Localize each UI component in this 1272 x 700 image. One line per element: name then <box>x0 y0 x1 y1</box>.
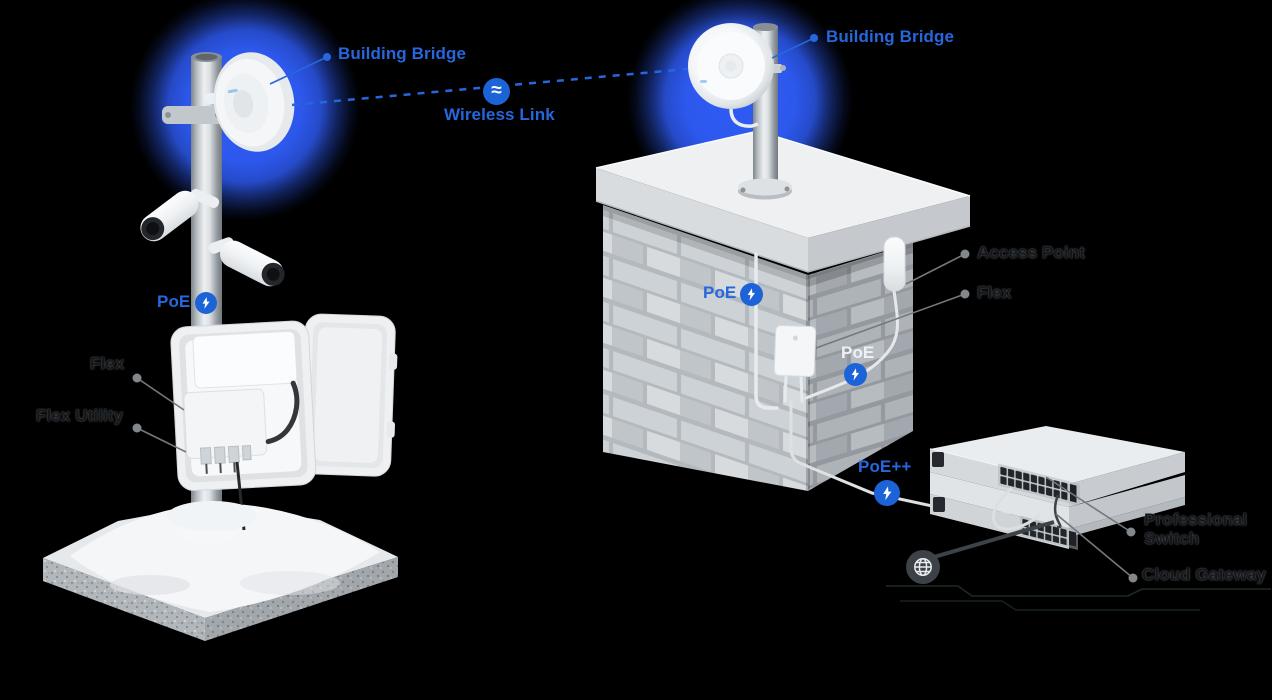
camera-top <box>140 190 199 242</box>
clamp-bolt <box>780 65 786 71</box>
access-point-label: Access Point <box>977 243 1085 262</box>
leader-dot <box>1126 527 1136 537</box>
wireless-waves-glyph: ≈ <box>491 80 502 101</box>
wireless-link-icon: ≈ <box>483 78 510 105</box>
building-bridge-left-leader <box>269 56 328 85</box>
building-bridge-label-left: Building Bridge <box>338 44 467 63</box>
poe-plus-bolt-icon <box>874 480 900 506</box>
flex-left-leader <box>136 377 185 411</box>
flex-utility-label: Flex Utility <box>36 406 124 425</box>
wireless-link-label: Wireless Link <box>444 105 555 124</box>
right-pole-assembly <box>688 23 792 200</box>
building-bridge-dish-right <box>688 23 774 128</box>
pole-right-cap <box>753 23 778 31</box>
globe-icon <box>914 558 932 576</box>
left-pole-assembly <box>43 52 398 641</box>
poe-plus-label: PoE++ <box>858 457 912 476</box>
flex-utility-leader <box>136 427 187 453</box>
leader-dot <box>960 249 970 259</box>
lightning-bolt-icon <box>747 288 756 301</box>
flange-bolt <box>784 186 790 192</box>
switch-power-inlet <box>932 452 944 467</box>
pole-drop-cable <box>754 252 779 410</box>
flex-utility-device <box>183 388 268 460</box>
snow-base <box>43 503 398 641</box>
enclosure-cable <box>265 380 300 445</box>
snow-mound <box>167 501 257 531</box>
leader-dot <box>132 423 142 433</box>
wireless-link-dashed-line <box>291 66 699 107</box>
lightning-bolt-icon <box>882 486 892 500</box>
professional-switch-device <box>929 426 1185 531</box>
flex-right-leader <box>815 293 966 349</box>
roof-slab-right-edge <box>808 196 970 272</box>
flex-label-left: Flex <box>90 354 125 373</box>
leader-lines <box>132 34 1138 583</box>
leader-dot <box>323 53 331 61</box>
pole-left-cap-inner <box>195 53 218 61</box>
cloud-gateway-leader <box>1055 513 1134 579</box>
camera-mount <box>190 188 220 208</box>
flex-wall-device <box>773 324 817 378</box>
switch-ports <box>998 463 1080 506</box>
internet-globe-icon <box>906 550 940 584</box>
professional-switch-leader <box>1045 476 1132 533</box>
poe-label-left: PoE <box>157 292 191 311</box>
leader-dot <box>960 289 970 299</box>
patch-cable-light <box>991 486 1042 531</box>
flex-device <box>192 330 298 389</box>
gateway-ports <box>1020 515 1078 550</box>
dish-clamp-left <box>162 106 224 124</box>
leader-dot <box>810 34 818 42</box>
access-point-device <box>883 236 906 292</box>
poe-label-right-wall: PoE <box>703 283 737 302</box>
building-bridge-label-right: Building Bridge <box>826 27 955 46</box>
professional-switch-label: Professional Switch <box>1144 510 1248 548</box>
clamp-bolt <box>165 112 171 118</box>
poe-bolt-icon-left <box>195 292 217 314</box>
flex-pigtails <box>783 374 804 403</box>
leader-dot <box>132 373 142 383</box>
internet-line <box>933 520 1055 559</box>
enclosure-body <box>170 320 317 492</box>
gateway-power-inlet <box>933 497 945 512</box>
ap-to-flex-cable <box>804 289 899 400</box>
pole-flange-top <box>738 178 792 196</box>
roof-slab-left-edge <box>596 168 808 272</box>
poe-label-right-cable: PoE <box>841 343 875 362</box>
building-bridge-dish-left <box>213 52 295 152</box>
flex-label-right: Flex <box>977 283 1012 302</box>
lightning-bolt-icon <box>851 368 860 381</box>
background-traces <box>886 585 1271 611</box>
lightning-bolt-icon <box>202 297 210 309</box>
camera-bottom <box>220 240 285 287</box>
poe-bolt-icon-wall <box>740 283 763 306</box>
access-point-leader <box>905 253 966 285</box>
flange-bolt <box>740 187 746 193</box>
cloud-gateway-label: Cloud Gateway <box>1142 565 1267 584</box>
poe-bolt-icon-cable <box>844 363 867 386</box>
camera-mount <box>208 237 234 254</box>
leader-dot <box>1128 573 1138 583</box>
cloud-gateway-device <box>930 472 1185 550</box>
brick-building <box>595 130 971 491</box>
patch-cable-dark <box>1053 494 1062 529</box>
enclosure-door <box>300 313 398 477</box>
building-bridge-right-leader <box>771 37 815 59</box>
